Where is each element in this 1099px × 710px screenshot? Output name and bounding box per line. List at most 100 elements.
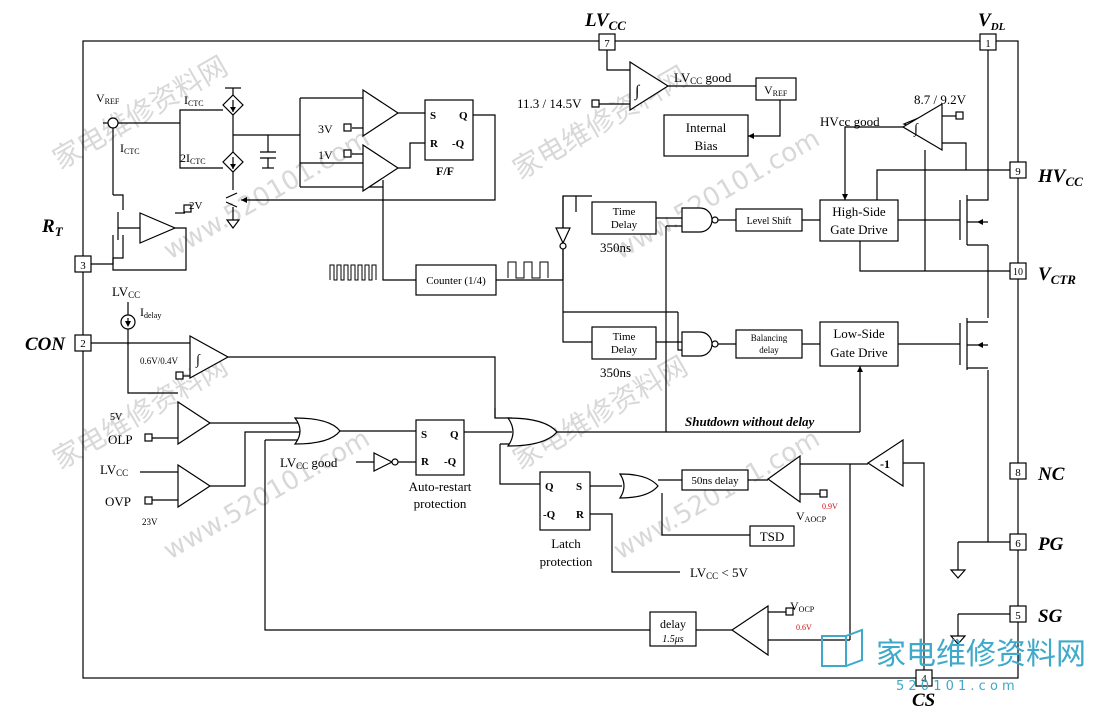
pin-10: 10 VCTR bbox=[1009, 262, 1076, 287]
svg-text:4: 4 bbox=[921, 673, 927, 685]
svg-text:Latch: Latch bbox=[551, 536, 581, 551]
oscillator-block: VREF ICTC ICTC 2ICTC bbox=[91, 87, 563, 296]
svg-text:2V: 2V bbox=[189, 200, 203, 212]
svg-text:delay: delay bbox=[759, 345, 779, 355]
tsd-box bbox=[749, 525, 795, 547]
svg-text:1: 1 bbox=[985, 38, 991, 50]
svg-text:F/F: F/F bbox=[436, 164, 454, 178]
svg-text:protection: protection bbox=[414, 496, 467, 511]
svg-text:350ns: 350ns bbox=[600, 365, 631, 380]
svg-text:VAOCP: VAOCP bbox=[796, 509, 827, 524]
svg-text:Auto-restart: Auto-restart bbox=[409, 479, 472, 494]
pin-3-label: RT bbox=[41, 216, 64, 239]
svg-text:-Q: -Q bbox=[452, 138, 465, 150]
svg-text:Bias: Bias bbox=[694, 138, 717, 153]
counter-box bbox=[415, 264, 497, 296]
svg-text:∫: ∫ bbox=[913, 122, 919, 137]
aocp-comparator bbox=[766, 454, 801, 504]
hvcc-comparator bbox=[901, 102, 943, 152]
svg-text:VREF: VREF bbox=[764, 83, 788, 98]
svg-text:protection: protection bbox=[540, 554, 593, 569]
watermark-logo: 家电维修资料网 5 2 0 1 0 1 . c o m bbox=[821, 628, 1086, 694]
svg-text:7: 7 bbox=[604, 38, 610, 50]
svg-text:∫: ∫ bbox=[634, 83, 641, 101]
uvlo-block: 11.3 / 14.5V ∫ LVCC good VREF Internal B… bbox=[517, 50, 797, 157]
or-gate-1 bbox=[293, 417, 341, 445]
svg-text:Idelay: Idelay bbox=[140, 305, 161, 320]
svg-text:HVcc good: HVcc good bbox=[820, 114, 880, 129]
svg-text:0.9V: 0.9V bbox=[822, 502, 838, 511]
svg-text:5V: 5V bbox=[110, 412, 123, 423]
svg-text:Low-Side: Low-Side bbox=[833, 326, 885, 341]
svg-text:350ns: 350ns bbox=[600, 240, 631, 255]
svg-text:Q: Q bbox=[459, 110, 468, 122]
svg-text:Time: Time bbox=[613, 331, 636, 343]
svg-text:R: R bbox=[430, 138, 439, 150]
svg-text:8: 8 bbox=[1015, 467, 1021, 479]
uvlo-comparator bbox=[629, 60, 670, 112]
pin-1-label: VDL bbox=[978, 10, 1006, 33]
pin-3: 3 RT bbox=[41, 216, 92, 273]
svg-text:9: 9 bbox=[1015, 166, 1021, 178]
pin-9: 9 HVCC bbox=[1009, 161, 1083, 189]
nand-bot bbox=[681, 331, 713, 357]
svg-text:1V: 1V bbox=[318, 148, 333, 162]
svg-text:Q: Q bbox=[450, 429, 459, 441]
svg-text:Level Shift: Level Shift bbox=[747, 216, 792, 227]
book-icon bbox=[821, 628, 863, 667]
balancing-delay-box bbox=[735, 329, 803, 359]
pin-5-label: SG bbox=[1038, 606, 1063, 627]
svg-text:23V: 23V bbox=[142, 517, 158, 527]
pin-5: 5 SG bbox=[1009, 605, 1063, 627]
pin-7: 7 LVCC bbox=[584, 10, 626, 51]
svg-text:3: 3 bbox=[80, 260, 86, 272]
delay-box bbox=[649, 611, 697, 647]
protection-block: LVCC Idelay ∫ 0.6V/0.4V 5V OLP LVCC OVP … bbox=[91, 284, 1010, 670]
pin-2-label: CON bbox=[25, 334, 66, 355]
svg-text:OVP: OVP bbox=[105, 494, 131, 509]
svg-text:ICTC: ICTC bbox=[184, 93, 204, 108]
vref-box bbox=[755, 77, 797, 101]
svg-text:S: S bbox=[430, 110, 436, 122]
time-delay-bot bbox=[591, 326, 657, 360]
svg-text:S: S bbox=[576, 481, 582, 493]
nand-top bbox=[681, 207, 713, 233]
lvcc-con-label: LVCC bbox=[112, 284, 140, 300]
pin-2: 2 CON bbox=[25, 334, 92, 355]
svg-text:50ns delay: 50ns delay bbox=[691, 475, 739, 487]
gate-drive-block: Time Delay 350ns Time Delay 350ns Level … bbox=[555, 50, 1010, 542]
svg-text:TSD: TSD bbox=[760, 529, 785, 544]
svg-text:3V: 3V bbox=[318, 122, 333, 136]
lvcc-lt-label: LVCC < 5V bbox=[690, 565, 748, 581]
pin-8-label: NC bbox=[1037, 464, 1065, 485]
pin-4-label: CS bbox=[912, 690, 935, 710]
vref-label: VREF bbox=[96, 91, 120, 106]
svg-text:ICTC: ICTC bbox=[120, 141, 140, 156]
svg-text:2ICTC: 2ICTC bbox=[180, 151, 206, 166]
pin-7-label: LVCC bbox=[584, 10, 626, 33]
lvcc-good-mid-label: LVCC good bbox=[280, 455, 338, 471]
ocp-comparator bbox=[730, 604, 769, 657]
svg-text:VOCP: VOCP bbox=[790, 599, 815, 614]
or-gate-2 bbox=[506, 417, 558, 447]
comp-1v bbox=[362, 143, 400, 193]
lvcc-ovp-label: LVCC bbox=[100, 462, 128, 478]
svg-text:-1: -1 bbox=[880, 457, 890, 471]
svg-text:家电维修资料网: 家电维修资料网 bbox=[876, 637, 1086, 672]
watermark-url-1: www.520101.com bbox=[159, 124, 376, 266]
svg-text:5 2 0 1 0 1 . c o m: 5 2 0 1 0 1 . c o m bbox=[896, 679, 1015, 694]
olp-comparator bbox=[177, 400, 212, 446]
con-comparator bbox=[189, 334, 230, 380]
svg-text:Balancing: Balancing bbox=[751, 333, 788, 343]
uvlo-thresh: 11.3 / 14.5V bbox=[517, 96, 582, 111]
svg-text:8.7 / 9.2V: 8.7 / 9.2V bbox=[914, 92, 967, 107]
svg-text:0.6V/0.4V: 0.6V/0.4V bbox=[140, 356, 179, 366]
svg-text:R: R bbox=[576, 509, 585, 521]
latch-ff bbox=[539, 471, 591, 531]
svg-text:5: 5 bbox=[1015, 610, 1021, 622]
svg-text:Shutdown without delay: Shutdown without delay bbox=[685, 414, 815, 429]
svg-text:10: 10 bbox=[1013, 267, 1023, 278]
auto-restart-ff bbox=[415, 419, 465, 476]
pin-8: 8 NC bbox=[1009, 462, 1065, 485]
